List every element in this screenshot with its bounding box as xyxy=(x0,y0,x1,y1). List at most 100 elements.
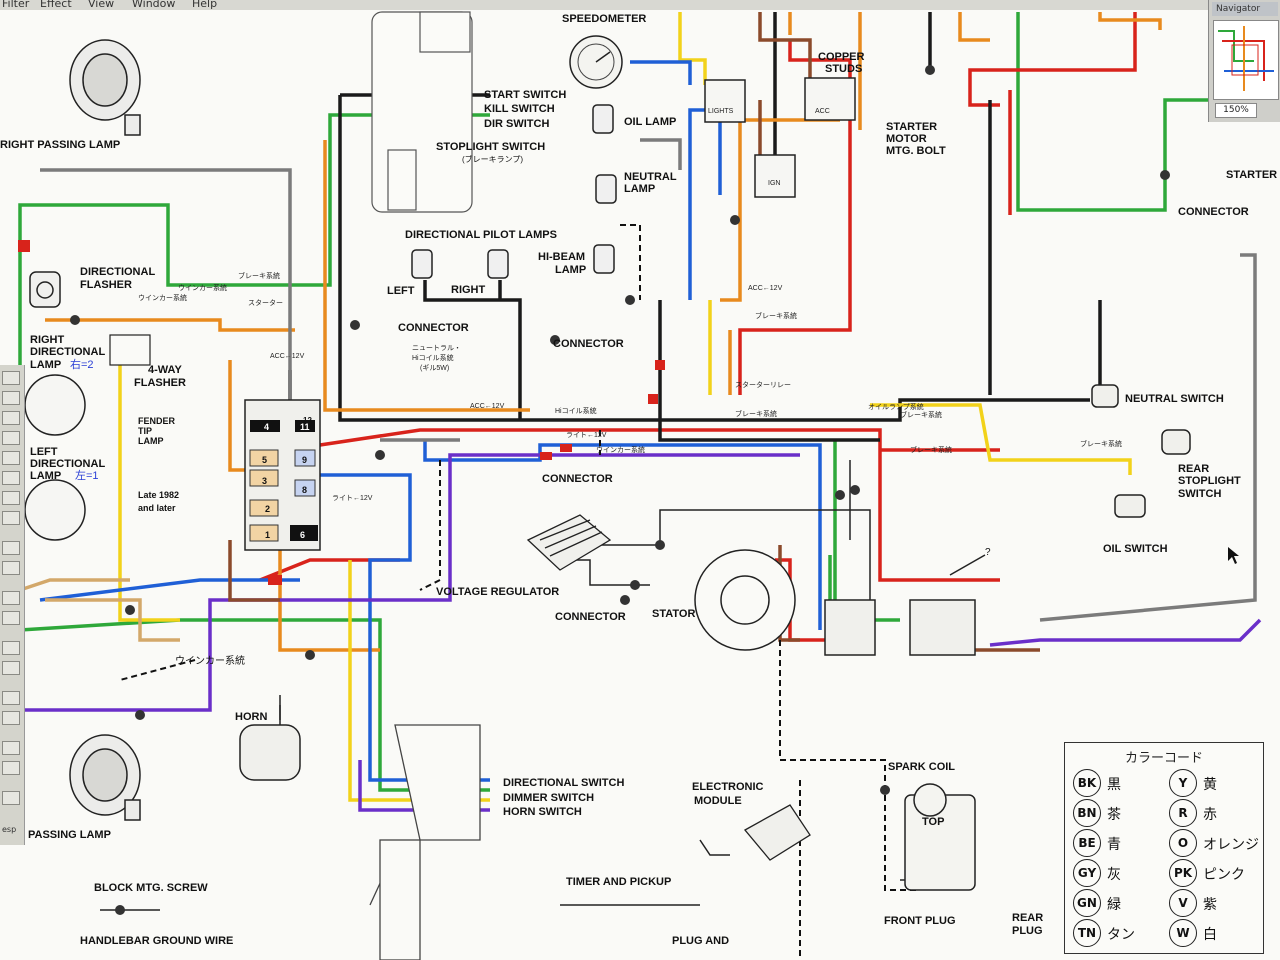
anno-acc-12v-2: ACC←12V xyxy=(470,403,505,410)
horn-body xyxy=(239,705,301,781)
anno-brake-system-5: ブレーキ系統 xyxy=(910,445,952,454)
main-connector-blocks xyxy=(244,399,321,551)
menu-effect[interactable]: Effect xyxy=(40,0,72,10)
navigator-title[interactable]: Navigator xyxy=(1212,2,1278,16)
label-starter-motor-2: MOTOR xyxy=(886,133,927,145)
tool-button-10[interactable] xyxy=(2,561,20,575)
tool-button-13[interactable] xyxy=(2,641,20,655)
tool-button-16[interactable] xyxy=(2,711,20,725)
wire-bundle-dashed xyxy=(119,224,920,960)
tool-button-12[interactable] xyxy=(2,611,20,625)
label-connector-2: CONNECTOR xyxy=(553,338,624,350)
menu-window[interactable]: Window xyxy=(132,0,176,10)
label-spark-coil: SPARK COIL xyxy=(888,761,955,773)
anno-ign: IGN xyxy=(768,180,780,187)
headlamps xyxy=(24,39,141,821)
label-right-passing-lamp: RIGHT PASSING LAMP xyxy=(0,139,120,151)
tool-button-11[interactable] xyxy=(2,591,20,605)
label-start-switch: START SWITCH xyxy=(484,89,566,101)
label-right-directional-1: RIGHT xyxy=(30,334,65,346)
right-passing-lamp-body xyxy=(69,39,141,136)
tool-button-7[interactable] xyxy=(2,491,20,505)
wire-bundle-green xyxy=(18,12,1210,792)
anno-starter-1: スターター xyxy=(248,298,283,307)
label-winker-system: ウインカー系統 xyxy=(175,654,245,667)
tool-button-3[interactable] xyxy=(2,411,20,425)
label-starter: STARTER xyxy=(1226,169,1277,181)
four-way-flasher-body xyxy=(109,334,151,366)
label-stator: STATOR xyxy=(652,608,695,620)
menu-view[interactable]: View xyxy=(88,0,115,10)
tool-button-1[interactable] xyxy=(2,371,20,385)
anno-light-12v-1: ライト←12V xyxy=(566,431,607,439)
label-voltage-regulator: VOLTAGE REGULATOR xyxy=(436,586,559,598)
label-starter-motor-1: STARTER xyxy=(886,121,937,133)
label-late-1982-1: Late 1982 xyxy=(138,490,179,500)
label-four-way-flasher-1: 4-WAY xyxy=(148,364,182,376)
label-copper-studs-1: COPPER xyxy=(818,51,865,63)
anno-brake-system-6: ブレーキ系統 xyxy=(1080,439,1122,448)
tool-button-14[interactable] xyxy=(2,661,20,675)
directional-flasher-body xyxy=(29,271,61,308)
navigator-preview[interactable] xyxy=(1213,20,1279,100)
handlebar-switch-housing xyxy=(371,11,473,213)
tool-button-4[interactable] xyxy=(2,431,20,445)
label-starter-motor-3: MTG. BOLT xyxy=(886,145,946,157)
tool-button-5[interactable] xyxy=(2,451,20,465)
anno-acc-12v-1: ACC←12V xyxy=(270,353,305,360)
anno-starter-relay: スターターリレー xyxy=(735,380,791,389)
anno-brake-system-1: ブレーキ系統 xyxy=(238,271,280,280)
svg-text:12: 12 xyxy=(303,416,312,425)
wire-annotations: ブレーキ系統 ウインカー系統 ウインカー系統 スターター ACC←12V ニュー… xyxy=(138,108,1122,502)
oil-lamp-bulb xyxy=(592,104,614,134)
electronic-module-body xyxy=(743,804,811,861)
red-connector-markers xyxy=(18,240,665,585)
connector-pin-numbers: 4 11 5 9 3 8 2 1 6 12 xyxy=(262,416,312,540)
hi-beam-lamp-bulb xyxy=(593,244,615,274)
tool-button-8[interactable] xyxy=(2,511,20,525)
svg-text:6: 6 xyxy=(300,530,305,540)
label-left-directional-2: DIRECTIONAL xyxy=(30,458,105,470)
tool-button-19[interactable] xyxy=(2,791,20,805)
label-connector-5: CONNECTOR xyxy=(1178,206,1249,218)
anno-winker-system-1: ウインカー系統 xyxy=(178,283,227,292)
tool-button-2[interactable] xyxy=(2,391,20,405)
anno-neutral-hi-coil: ニュートラル・ xyxy=(412,344,461,352)
neutral-lamp-bulb xyxy=(595,174,617,204)
tool-button-6[interactable] xyxy=(2,471,20,485)
label-question-mark: ? xyxy=(985,547,991,558)
spark-coil-body xyxy=(904,783,976,891)
relay-boxes xyxy=(704,77,856,198)
label-rear-plug-2: PLUG xyxy=(1012,925,1043,937)
label-front-plug: FRONT PLUG xyxy=(884,915,956,927)
svg-text:9: 9 xyxy=(302,455,307,465)
label-right-eq-2: 右=2 xyxy=(70,357,94,371)
wire-bundle-orange xyxy=(45,12,1162,652)
left-pilot-lamp-bulb xyxy=(411,249,433,279)
tool-button-17[interactable] xyxy=(2,741,20,755)
label-neutral-lamp-2: LAMP xyxy=(624,183,655,195)
navigator-zoom-field[interactable]: 150% xyxy=(1215,103,1257,118)
right-pilot-lamp-bulb xyxy=(487,249,509,279)
svg-text:(ギル5W): (ギル5W) xyxy=(420,364,449,372)
document-canvas[interactable]: SPEEDOMETER COPPER STUDS OIL LAMP NEUTRA… xyxy=(0,10,1280,960)
label-dimmer-switch: DIMMER SWITCH xyxy=(503,792,594,804)
label-fender-tip-3: LAMP xyxy=(138,436,164,446)
svg-text:5: 5 xyxy=(262,455,267,465)
tool-button-9[interactable] xyxy=(2,541,20,555)
engine-sensors xyxy=(1091,384,1191,518)
label-right: RIGHT xyxy=(451,284,486,296)
anno-lights: LIGHTS xyxy=(708,108,734,115)
tool-button-15[interactable] xyxy=(2,691,20,705)
acc-relay xyxy=(804,77,856,121)
wire-junction-dots xyxy=(70,65,1170,915)
menu-filter[interactable]: Filter xyxy=(2,0,30,10)
svg-text:4: 4 xyxy=(264,422,269,432)
wire-bundle-blue xyxy=(39,60,822,782)
left-passing-lamp-body xyxy=(69,734,141,821)
mouse-cursor-icon xyxy=(1228,547,1240,569)
tool-button-18[interactable] xyxy=(2,761,20,775)
menu-help[interactable]: Help xyxy=(192,0,218,10)
label-left-eq-1: 左=1 xyxy=(75,469,99,482)
label-connector-3: CONNECTOR xyxy=(542,473,613,485)
